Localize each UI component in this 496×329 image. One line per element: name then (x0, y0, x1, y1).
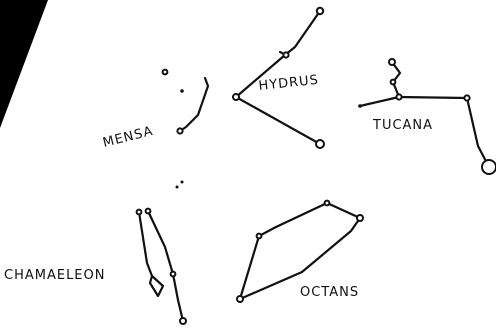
constellation-hydrus: HYDRUS (233, 8, 324, 148)
mensa-star (177, 128, 182, 133)
hydrus-star (283, 52, 288, 57)
chamaeleon-label: CHAMAELEON (4, 268, 105, 283)
constellation-tucana: TUCANA (358, 59, 496, 174)
mensa-label: MENSA (101, 124, 155, 151)
tucana-star (389, 59, 395, 65)
octans-label: OCTANS (300, 285, 359, 300)
tucana-star (391, 80, 396, 85)
tucana-star (396, 94, 401, 99)
constellation-chamaeleon: CHAMAELEON (4, 181, 186, 325)
octans-star (257, 234, 262, 239)
hydrus-star (316, 140, 324, 148)
mensa-lines (180, 78, 208, 131)
mensa-star (180, 89, 184, 93)
hydrus-star (233, 94, 239, 100)
chamaeleon-star (137, 210, 142, 215)
tucana-star (482, 160, 496, 174)
chamaeleon-star (181, 181, 184, 184)
chamaeleon-star (180, 318, 186, 324)
octans-star (357, 215, 363, 221)
hydrus-star (317, 8, 323, 14)
chamaeleon-star (176, 186, 179, 189)
tucana-star (358, 104, 362, 108)
constellation-mensa: MENSA (101, 70, 208, 151)
octans-star (237, 296, 243, 302)
corner-wedge (0, 0, 48, 128)
hydrus-label: HYDRUS (258, 73, 320, 94)
chamaeleon-star (171, 272, 176, 277)
chamaeleon-star (146, 209, 151, 214)
tucana-label: TUCANA (372, 118, 433, 133)
constellation-octans: OCTANS (237, 201, 363, 302)
mensa-star (163, 70, 168, 75)
chamaeleon-lines (139, 212, 163, 296)
chamaeleon-lines (148, 211, 183, 321)
octans-star (325, 201, 330, 206)
tucana-star (464, 95, 469, 100)
